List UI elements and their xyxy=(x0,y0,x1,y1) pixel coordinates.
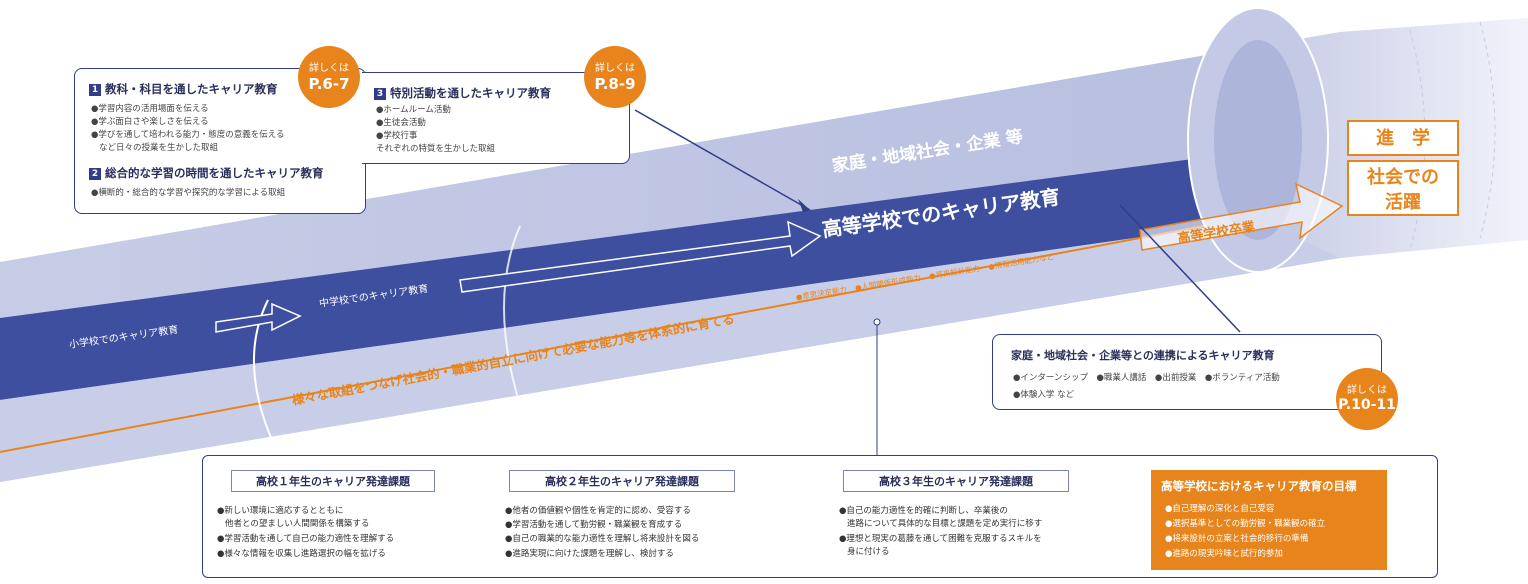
special-item: ●生徒会活動 xyxy=(376,118,426,128)
subjects-title-text: 教科・科目を通したキャリア教育 xyxy=(105,82,278,96)
integrated-title-text: 総合的な学習の時間を通したキャリア教育 xyxy=(105,166,324,180)
dev-item: 他者との望ましい人間関係を構築する xyxy=(225,519,370,529)
development-panel: 高校１年生のキャリア発達課題 ●新しい環境に適応するとともに 他者との望ましい人… xyxy=(202,455,1438,578)
ring-elementary xyxy=(252,299,273,441)
dev-item: 身に付ける xyxy=(847,547,890,557)
community-title: 家庭・地域社会・企業等との連携によるキャリア教育 xyxy=(1011,349,1275,362)
number-badge: 1 xyxy=(89,84,101,96)
dev-item: ●様々な情報を収集し進路選択の幅を拡げる xyxy=(217,549,386,559)
page-ref-badge: 詳しくは P.8-9 xyxy=(584,46,646,108)
dev-item: ●学習活動を通して勤労観・職業観を育成する xyxy=(505,520,683,530)
dev-item: ●自己の職業的な能力適性を理解し将来設計を図る xyxy=(505,534,700,544)
dev-title-grade3: 高校３年生のキャリア発達課題 xyxy=(843,470,1069,492)
special-title-text: 特別活動を通したキャリア教育 xyxy=(390,86,551,100)
arrow-junior xyxy=(459,220,822,293)
subjects-item: ●学習内容の活用場面を伝える xyxy=(91,104,209,114)
dev-item: ●進路実現に向けた課題を理解し、検討する xyxy=(505,549,674,559)
arrow-elementary xyxy=(215,302,302,333)
dev-item: ●新しい環境に適応するとともに xyxy=(217,506,344,516)
special-title: 3 特別活動を通したキャリア教育 xyxy=(374,85,551,101)
dev-item: ●自己の能力適性を的確に判断し、卒業後の xyxy=(839,506,1008,516)
inner-band xyxy=(0,150,1260,400)
arrow-graduation xyxy=(1139,182,1344,251)
badge-pages: P.10-11 xyxy=(1338,397,1396,413)
subjects-item: など日々の授業を生かした取組 xyxy=(99,143,219,153)
badge-pages: P.8-9 xyxy=(594,75,636,93)
number-badge: 2 xyxy=(89,168,101,180)
subjects-item: ●学ぶ面白さや楽しさを伝える xyxy=(91,117,209,127)
subjects-title: 1 教科・科目を通したキャリア教育 xyxy=(89,81,278,97)
dev-item: ●理想と現実の葛藤を通して困難を克服するスキルを xyxy=(839,534,1042,544)
goals-item: ●自己理解の深化と自己受容 xyxy=(1165,504,1275,514)
page-ref-badge: 詳しくは P.6-7 xyxy=(298,46,360,108)
goals-item: ●将来設計の立案と社会的移行の準備 xyxy=(1165,534,1309,544)
integrated-title: 2 総合的な学習の時間を通したキャリア教育 xyxy=(89,165,324,181)
orange-rail xyxy=(0,207,1301,453)
badge-label: 詳しくは xyxy=(309,63,349,74)
special-item: それぞれの特質を生かした取組 xyxy=(376,144,496,154)
page-ref-badge: 詳しくは P.10-11 xyxy=(1336,368,1398,430)
badge-label: 詳しくは xyxy=(595,63,635,74)
special-item: ●学校行事 xyxy=(376,131,418,141)
community-item: ●インターンシップ ●職業人講話 ●出前授業 ●ボランティア活動 xyxy=(1013,373,1280,383)
goals-panel: 高等学校におけるキャリア教育の目標 ●自己理解の深化と自己受容 ●選択基準として… xyxy=(1151,470,1387,570)
outcome-society: 社会での活躍 xyxy=(1347,160,1459,216)
dev-item: ●学習活動を通して自己の能力適性を理解する xyxy=(217,534,395,544)
ring-junior xyxy=(503,225,521,406)
dev-item: ●他者の価値観や個性を肯定的に認め、受容する xyxy=(505,506,691,516)
community-item: ●体験入学 など xyxy=(1013,390,1075,400)
goals-item: ●選択基準としての勤労観・職業観の確立 xyxy=(1165,519,1326,529)
special-item: ●ホームルーム活動 xyxy=(376,105,451,115)
dev-title-grade1: 高校１年生のキャリア発達課題 xyxy=(231,470,435,492)
pointer-community xyxy=(1119,204,1241,333)
pointer-special xyxy=(634,109,811,211)
badge-label: 詳しくは xyxy=(1347,385,1387,396)
dev-title-grade2: 高校２年生のキャリア発達課題 xyxy=(509,470,735,492)
goals-item: ●進路の現実吟味と試行的参加 xyxy=(1165,549,1283,559)
lower-band xyxy=(0,220,1340,482)
number-badge: 3 xyxy=(374,88,386,100)
callout-community: 家庭・地域社会・企業等との連携によるキャリア教育 ●インターンシップ ●職業人講… xyxy=(992,334,1382,410)
badge-pages: P.6-7 xyxy=(308,75,350,93)
subjects-item: ●学びを通して培われる能力・態度の意義を伝える xyxy=(91,130,285,140)
dev-item: 進路について具体的な目標と課題を定め実行に移す xyxy=(847,519,1043,529)
pipe-end-inner xyxy=(1214,40,1302,240)
integrated-item: ●横断的・総合的な学習や探究的な学習による取組 xyxy=(91,188,286,198)
goals-title: 高等学校におけるキャリア教育の目標 xyxy=(1161,479,1357,493)
callout-special-activities: 3 特別活動を通したキャリア教育 ●ホームルーム活動 ●生徒会活動 ●学校行事 そ… xyxy=(362,72,630,164)
outcome-advance: 進 学 xyxy=(1347,120,1459,156)
